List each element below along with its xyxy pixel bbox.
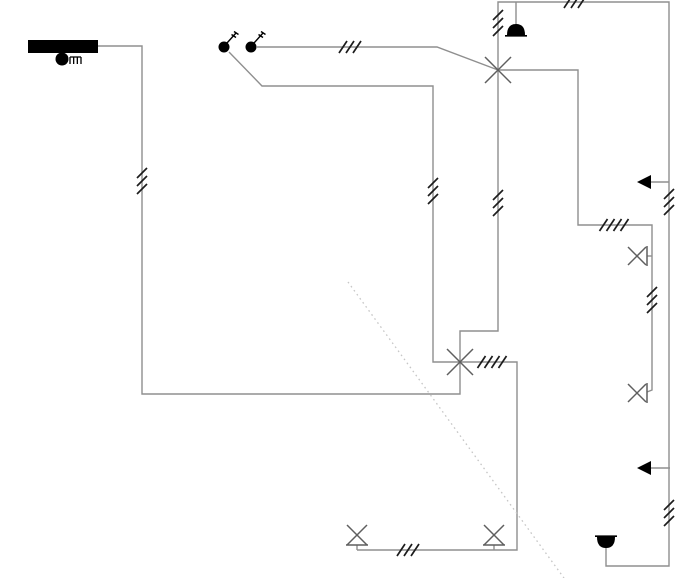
board-outlet-icon — [55, 52, 69, 66]
conductor-count-hatch — [476, 355, 487, 369]
switch-flag-icon — [253, 32, 264, 44]
switch-icon — [245, 41, 257, 53]
conductor-count-hatch — [492, 205, 504, 217]
lamp-cross-icon — [346, 524, 368, 546]
distribution-board — [28, 40, 98, 53]
wall-lamp-icon — [637, 175, 651, 189]
conductor-count-hatch — [136, 167, 148, 179]
conductor-count-hatch — [492, 197, 504, 209]
conductor-count-hatch — [663, 204, 675, 216]
conductor-count-hatch — [598, 218, 609, 232]
conductor-count-hatch — [492, 9, 504, 21]
lamp-cross-icon — [627, 383, 647, 403]
conductor-count-hatch — [646, 294, 658, 306]
lamp-cross-icon — [484, 56, 512, 84]
switch-icon — [218, 41, 230, 53]
conductor-count-hatch — [577, 0, 585, 9]
conductor-count-hatch — [427, 177, 439, 189]
conductor-count-hatch — [663, 499, 675, 511]
conductor-count-hatch — [612, 218, 623, 232]
conductor-count-hatch — [136, 175, 148, 187]
switch-flag-icon — [231, 33, 237, 39]
wire-switch1-branch — [228, 51, 460, 363]
conductor-count-hatch — [352, 40, 362, 54]
conductor-count-hatch — [492, 17, 504, 29]
conductor-count-hatch — [396, 543, 406, 557]
switch-flag-icon — [233, 30, 239, 36]
wire-center-junction-link — [459, 70, 499, 362]
conductor-count-hatch — [605, 218, 616, 232]
ceiling-lamp-icon — [507, 24, 525, 35]
wall-lamp-icon — [637, 461, 651, 475]
conductor-count-hatch — [345, 40, 355, 54]
conductor-count-hatch — [619, 218, 630, 232]
conductor-count-hatch — [483, 355, 494, 369]
conductor-count-hatch — [663, 515, 675, 527]
switch-flag-icon — [226, 32, 237, 44]
wire-bottom-loop — [357, 361, 518, 551]
wire-board-feed-left-loop — [98, 45, 461, 395]
conductor-count-hatch — [663, 507, 675, 519]
conductor-count-hatch — [410, 543, 420, 557]
conductor-count-hatch — [663, 196, 675, 208]
conductor-count-hatch — [427, 185, 439, 197]
switch-flag-icon — [260, 30, 266, 36]
wire-right-wall-branch — [498, 69, 653, 393]
lamp-cross-icon — [446, 348, 474, 376]
conductor-count-hatch — [646, 302, 658, 314]
conductor-count-hatch — [570, 0, 578, 9]
wire-top-right-main — [497, 1, 670, 567]
lamp-cross-icon — [483, 524, 505, 546]
wire-switch2-branch — [257, 46, 499, 71]
conductor-count-hatch — [646, 286, 658, 298]
lamp-cross-icon — [627, 246, 647, 266]
reference-dotted-line — [347, 281, 565, 578]
conductor-count-hatch — [427, 193, 439, 205]
switch-flag-icon — [258, 33, 264, 39]
conductor-count-hatch — [490, 355, 501, 369]
ceiling-lamp-icon — [597, 537, 615, 548]
conductor-count-hatch — [403, 543, 413, 557]
conductor-count-hatch — [136, 183, 148, 195]
conductor-count-hatch — [338, 40, 348, 54]
conductor-count-hatch — [497, 355, 508, 369]
conductor-count-hatch — [492, 189, 504, 201]
conductor-count-hatch — [492, 25, 504, 37]
conductor-count-hatch — [563, 0, 571, 9]
conductor-count-hatch — [663, 188, 675, 200]
